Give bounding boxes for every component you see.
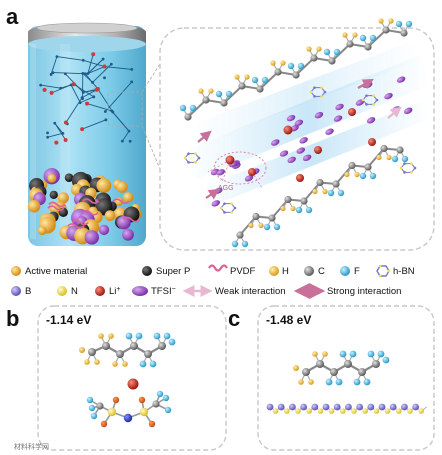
legend-tfsi: TFSI− bbox=[132, 286, 176, 297]
svg-text:h-BN: h-BN bbox=[393, 266, 415, 277]
svg-text:Super P: Super P bbox=[156, 266, 190, 277]
pvdf-chain-upper bbox=[179, 18, 413, 121]
pvdf-chain-lower bbox=[231, 144, 409, 248]
legend-strong-interaction: Strong interaction bbox=[293, 283, 401, 299]
electrode-particles bbox=[27, 167, 142, 245]
watermark: 材料科学网 bbox=[14, 442, 49, 451]
panel-label-a: a bbox=[6, 4, 19, 29]
hbn-flakes bbox=[183, 86, 417, 214]
pvdf-fragment-b bbox=[79, 332, 176, 368]
svg-text:C: C bbox=[318, 266, 325, 277]
svg-text:F: F bbox=[354, 266, 360, 277]
li-ion-b bbox=[127, 378, 139, 390]
legend-super-p: Super P bbox=[142, 266, 190, 277]
legend-carbon: C bbox=[304, 266, 325, 277]
polymer-network bbox=[39, 52, 134, 145]
panel-b-frame bbox=[37, 305, 227, 451]
agg-label: AGG bbox=[218, 185, 234, 192]
legend-boron: B bbox=[11, 286, 31, 297]
svg-text:PVDF: PVDF bbox=[230, 266, 256, 277]
svg-text:H: H bbox=[282, 266, 289, 277]
legend-hbn: h-BN bbox=[376, 264, 415, 278]
panel-c-frame bbox=[257, 305, 435, 451]
li-ion-aggregate bbox=[207, 108, 376, 189]
binding-energy-b: -1.14 eV bbox=[46, 313, 91, 327]
hbn-sheet-c bbox=[266, 403, 428, 414]
pvdf-fragment-c bbox=[293, 350, 390, 386]
legend-hydrogen: H bbox=[269, 266, 289, 277]
panel-label-c: c bbox=[228, 306, 240, 331]
legend-active-material: Active material bbox=[11, 266, 87, 277]
panel-label-b: b bbox=[6, 306, 19, 331]
svg-text:Active material: Active material bbox=[25, 266, 87, 277]
legend-pvdf: PVDF bbox=[208, 264, 256, 277]
svg-text:TFSI−: TFSI− bbox=[151, 286, 176, 297]
svg-text:B: B bbox=[25, 286, 31, 297]
legend-weak-interaction: Weak interaction bbox=[182, 285, 286, 297]
binding-energy-c: -1.48 eV bbox=[266, 313, 311, 327]
svg-text:Li+: Li+ bbox=[109, 286, 121, 297]
svg-text:Weak interaction: Weak interaction bbox=[215, 286, 286, 297]
legend: Active material Super P PVDF H C F h-BN bbox=[11, 264, 415, 299]
legend-nitrogen: N bbox=[57, 286, 78, 297]
legend-fluorine: F bbox=[340, 266, 360, 277]
svg-text:N: N bbox=[71, 286, 78, 297]
tfsi-molecule-b bbox=[86, 390, 172, 428]
legend-lithium: Li+ bbox=[95, 286, 121, 297]
interaction-arrows bbox=[197, 78, 402, 200]
svg-text:Strong interaction: Strong interaction bbox=[327, 286, 401, 297]
